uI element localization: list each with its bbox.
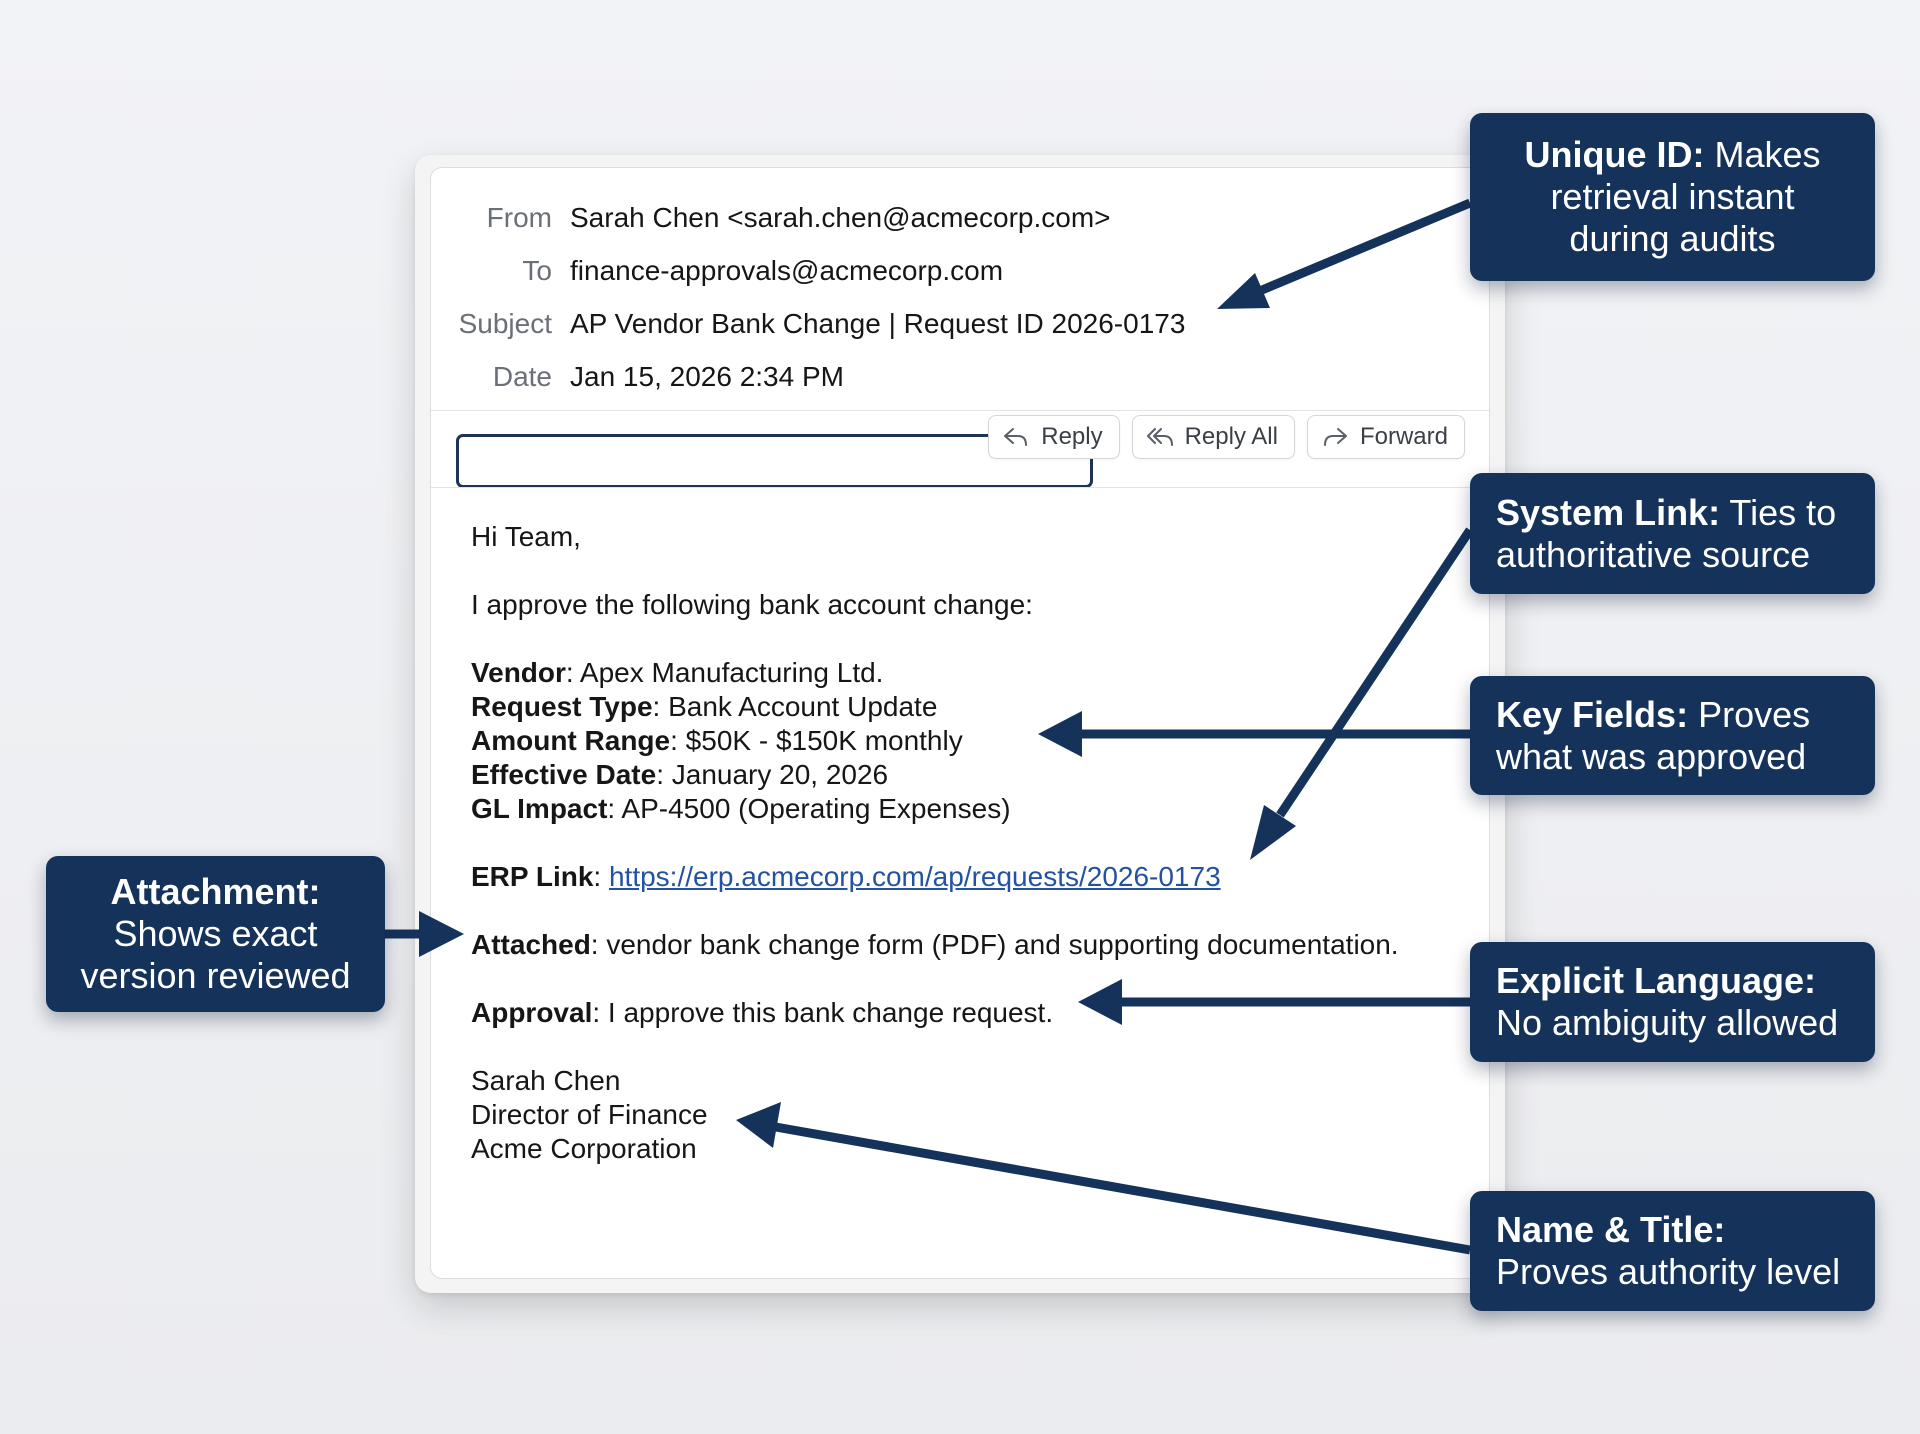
callout-line: what was approved xyxy=(1496,735,1807,777)
approval-label: Approval xyxy=(471,997,593,1028)
date-label: Date xyxy=(492,361,552,392)
toolbar-divider xyxy=(431,487,1489,488)
callout-line: System Link: Ties to xyxy=(1496,492,1849,534)
callout-line: Name & Title: xyxy=(1496,1209,1849,1251)
header-divider xyxy=(431,410,1489,411)
signature-name: Sarah Chen xyxy=(471,1065,621,1096)
callout-line: version reviewed xyxy=(80,955,351,996)
callout-title: Unique ID: xyxy=(1524,134,1705,175)
callout-attachment: Attachment: Shows exact version reviewed xyxy=(46,856,385,1012)
callout-title: Explicit Language: xyxy=(1496,960,1817,1001)
reply-label: Reply xyxy=(1041,423,1103,450)
intro-line: I approve the following bank account cha… xyxy=(471,589,1033,620)
email-window: From Sarah Chen <sarah.chen@acmecorp.com… xyxy=(415,155,1505,1293)
field-label: Vendor xyxy=(471,657,566,688)
field-label: Effective Date xyxy=(471,759,657,790)
email-message-pane: From Sarah Chen <sarah.chen@acmecorp.com… xyxy=(430,167,1490,1279)
callout-line: Unique ID: Makes xyxy=(1524,134,1820,176)
field-vendor: Vendor: Apex Manufacturing Ltd. xyxy=(471,656,1399,690)
signature-title: Director of Finance xyxy=(471,1099,708,1130)
field-value: : $50K - $150K monthly xyxy=(670,725,963,756)
field-label: Request Type xyxy=(471,691,653,722)
forward-label: Forward xyxy=(1359,423,1448,450)
to-label: To xyxy=(522,255,552,286)
field-request-type: Request Type: Bank Account Update xyxy=(471,690,1399,724)
field-gl-impact: GL Impact: AP-4500 (Operating Expenses) xyxy=(471,792,1399,826)
callout-line: Key Fields: Proves xyxy=(1496,694,1849,736)
callout-line: retrieval instant xyxy=(1550,176,1795,217)
callout-system-link: System Link: Ties to authoritative sourc… xyxy=(1470,473,1875,594)
header-subject: Subject AP Vendor Bank Change | Request … xyxy=(431,298,1186,350)
callout-line: No ambiguity allowed xyxy=(1496,1002,1839,1043)
from-value[interactable]: Sarah Chen <sarah.chen@acmecorp.com> xyxy=(570,202,1111,233)
callout-key-fields: Key Fields: Proves what was approved xyxy=(1470,676,1875,795)
forward-icon xyxy=(1323,428,1347,446)
header-to: To finance-approvals@acmecorp.com xyxy=(431,245,1003,297)
field-value: : Apex Manufacturing Ltd. xyxy=(565,657,884,688)
field-value: : Bank Account Update xyxy=(652,691,938,722)
forward-button[interactable]: Forward xyxy=(1306,415,1465,459)
approval-value: : I approve this bank change request. xyxy=(592,997,1054,1028)
erp-link-label: ERP Link xyxy=(471,861,594,892)
reply-all-label: Reply All xyxy=(1184,423,1278,450)
callout-name-title: Name & Title: Proves authority level xyxy=(1470,1191,1875,1311)
date-value: Jan 15, 2026 2:34 PM xyxy=(570,361,844,392)
erp-link[interactable]: https://erp.acmecorp.com/ap/requests/202… xyxy=(608,861,1221,892)
callout-line: Proves authority level xyxy=(1496,1251,1841,1292)
subject-highlight-box xyxy=(456,434,1093,488)
reply-all-button[interactable]: Reply All xyxy=(1131,415,1295,459)
callout-line: Shows exact xyxy=(113,913,318,954)
subject-label: Subject xyxy=(458,308,552,339)
signature-company: Acme Corporation xyxy=(471,1133,697,1164)
callout-text: Makes xyxy=(1704,134,1821,175)
callout-text: Ties to xyxy=(1720,491,1837,533)
callout-line: during audits xyxy=(1569,218,1776,259)
callout-text: Proves xyxy=(1688,693,1811,735)
callout-title: Attachment: xyxy=(110,871,321,912)
approval-line: Approval: I approve this bank change req… xyxy=(471,996,1399,1030)
field-value: : January 20, 2026 xyxy=(656,759,889,790)
to-value[interactable]: finance-approvals@acmecorp.com xyxy=(570,255,1004,286)
message-toolbar: Reply Reply All Forward xyxy=(988,415,1465,459)
reply-button[interactable]: Reply xyxy=(988,415,1120,459)
field-label: Amount Range xyxy=(471,725,671,756)
erp-link-separator: : xyxy=(593,861,609,892)
callout-line: Attachment: xyxy=(110,871,320,913)
header-from: From Sarah Chen <sarah.chen@acmecorp.com… xyxy=(431,192,1111,244)
field-amount-range: Amount Range: $50K - $150K monthly xyxy=(471,724,1399,758)
callout-title: Key Fields: xyxy=(1496,693,1689,735)
reply-icon xyxy=(1004,428,1028,446)
reply-all-icon xyxy=(1146,428,1173,446)
callout-explicit-language: Explicit Language: No ambiguity allowed xyxy=(1470,942,1875,1062)
attached-line: Attached: vendor bank change form (PDF) … xyxy=(471,928,1399,962)
callout-unique-id: Unique ID: Makes retrieval instant durin… xyxy=(1470,113,1875,281)
header-date: Date Jan 15, 2026 2:34 PM xyxy=(431,351,844,403)
greeting: Hi Team, xyxy=(471,521,581,552)
field-effective-date: Effective Date: January 20, 2026 xyxy=(471,758,1399,792)
callout-line: authoritative source xyxy=(1496,533,1811,575)
subject-value: AP Vendor Bank Change | Request ID 2026-… xyxy=(570,308,1186,339)
attached-label: Attached xyxy=(471,929,591,960)
field-label: GL Impact xyxy=(471,793,608,824)
attached-value: : vendor bank change form (PDF) and supp… xyxy=(590,929,1399,960)
callout-title: System Link: xyxy=(1496,491,1721,533)
callout-title: Name & Title: xyxy=(1496,1209,1726,1250)
callout-line: Explicit Language: xyxy=(1496,960,1849,1002)
erp-link-line: ERP Link: https://erp.acmecorp.com/ap/re… xyxy=(471,860,1399,894)
field-value: : AP-4500 (Operating Expenses) xyxy=(607,793,1011,824)
email-body: Hi Team, I approve the following bank ac… xyxy=(471,520,1399,1166)
from-label: From xyxy=(486,202,552,233)
